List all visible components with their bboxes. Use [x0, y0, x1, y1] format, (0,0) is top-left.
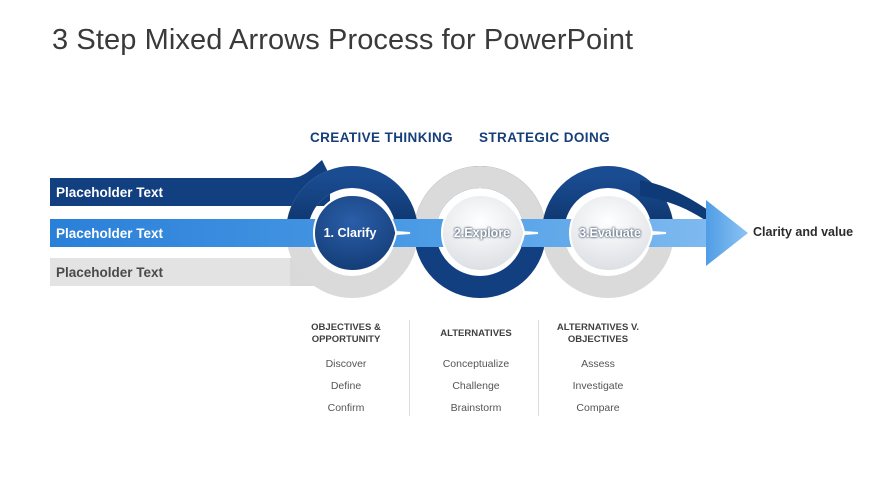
column-item: Conceptualize	[442, 358, 510, 370]
heading-creative-thinking: CREATIVE THINKING	[310, 130, 454, 145]
column-item: Define	[330, 380, 362, 392]
dark-sweep	[640, 180, 708, 222]
column-item: Brainstorm	[450, 402, 502, 414]
end-label: Clarity and value	[753, 225, 854, 239]
column-heading: ALTERNATIVES V. OBJECTIVES	[556, 322, 640, 345]
row-label-middle: Placeholder Text	[56, 226, 164, 241]
column-item: Discover	[325, 358, 367, 370]
row-label-bottom: Placeholder Text	[56, 265, 164, 280]
step-marker-explore	[440, 193, 539, 273]
step-label-evaluate: 3.Evaluate	[579, 226, 641, 240]
step-marker-clarify	[312, 193, 411, 273]
column-item: Compare	[576, 402, 620, 414]
column-item: Challenge	[452, 380, 500, 392]
column-heading: OBJECTIVES & OPPORTUNITY	[311, 322, 381, 345]
column-divider	[538, 320, 539, 416]
step-label-clarify: 1. Clarify	[323, 226, 377, 240]
row-label-top: Placeholder Text	[56, 185, 164, 200]
column-objectives: OBJECTIVES & OPPORTUNITY Discover Define…	[285, 320, 407, 414]
column-item: Assess	[581, 358, 615, 370]
column-item: Investigate	[572, 380, 624, 392]
step-marker-evaluate	[568, 193, 667, 273]
page-title: 3 Step Mixed Arrows Process for PowerPoi…	[52, 24, 634, 56]
column-divider	[409, 320, 410, 416]
heading-strategic-doing: STRATEGIC DOING	[479, 130, 611, 145]
row-bar-gray	[50, 258, 322, 286]
column-alternatives: ALTERNATIVES Conceptualize Challenge Bra…	[415, 320, 537, 414]
column-alternatives-vs-objectives: ALTERNATIVES V. OBJECTIVES Assess Invest…	[537, 320, 659, 414]
step-label-explore: 2.Explore	[453, 226, 511, 240]
column-heading: ALTERNATIVES	[440, 328, 512, 339]
column-item: Confirm	[327, 402, 365, 414]
